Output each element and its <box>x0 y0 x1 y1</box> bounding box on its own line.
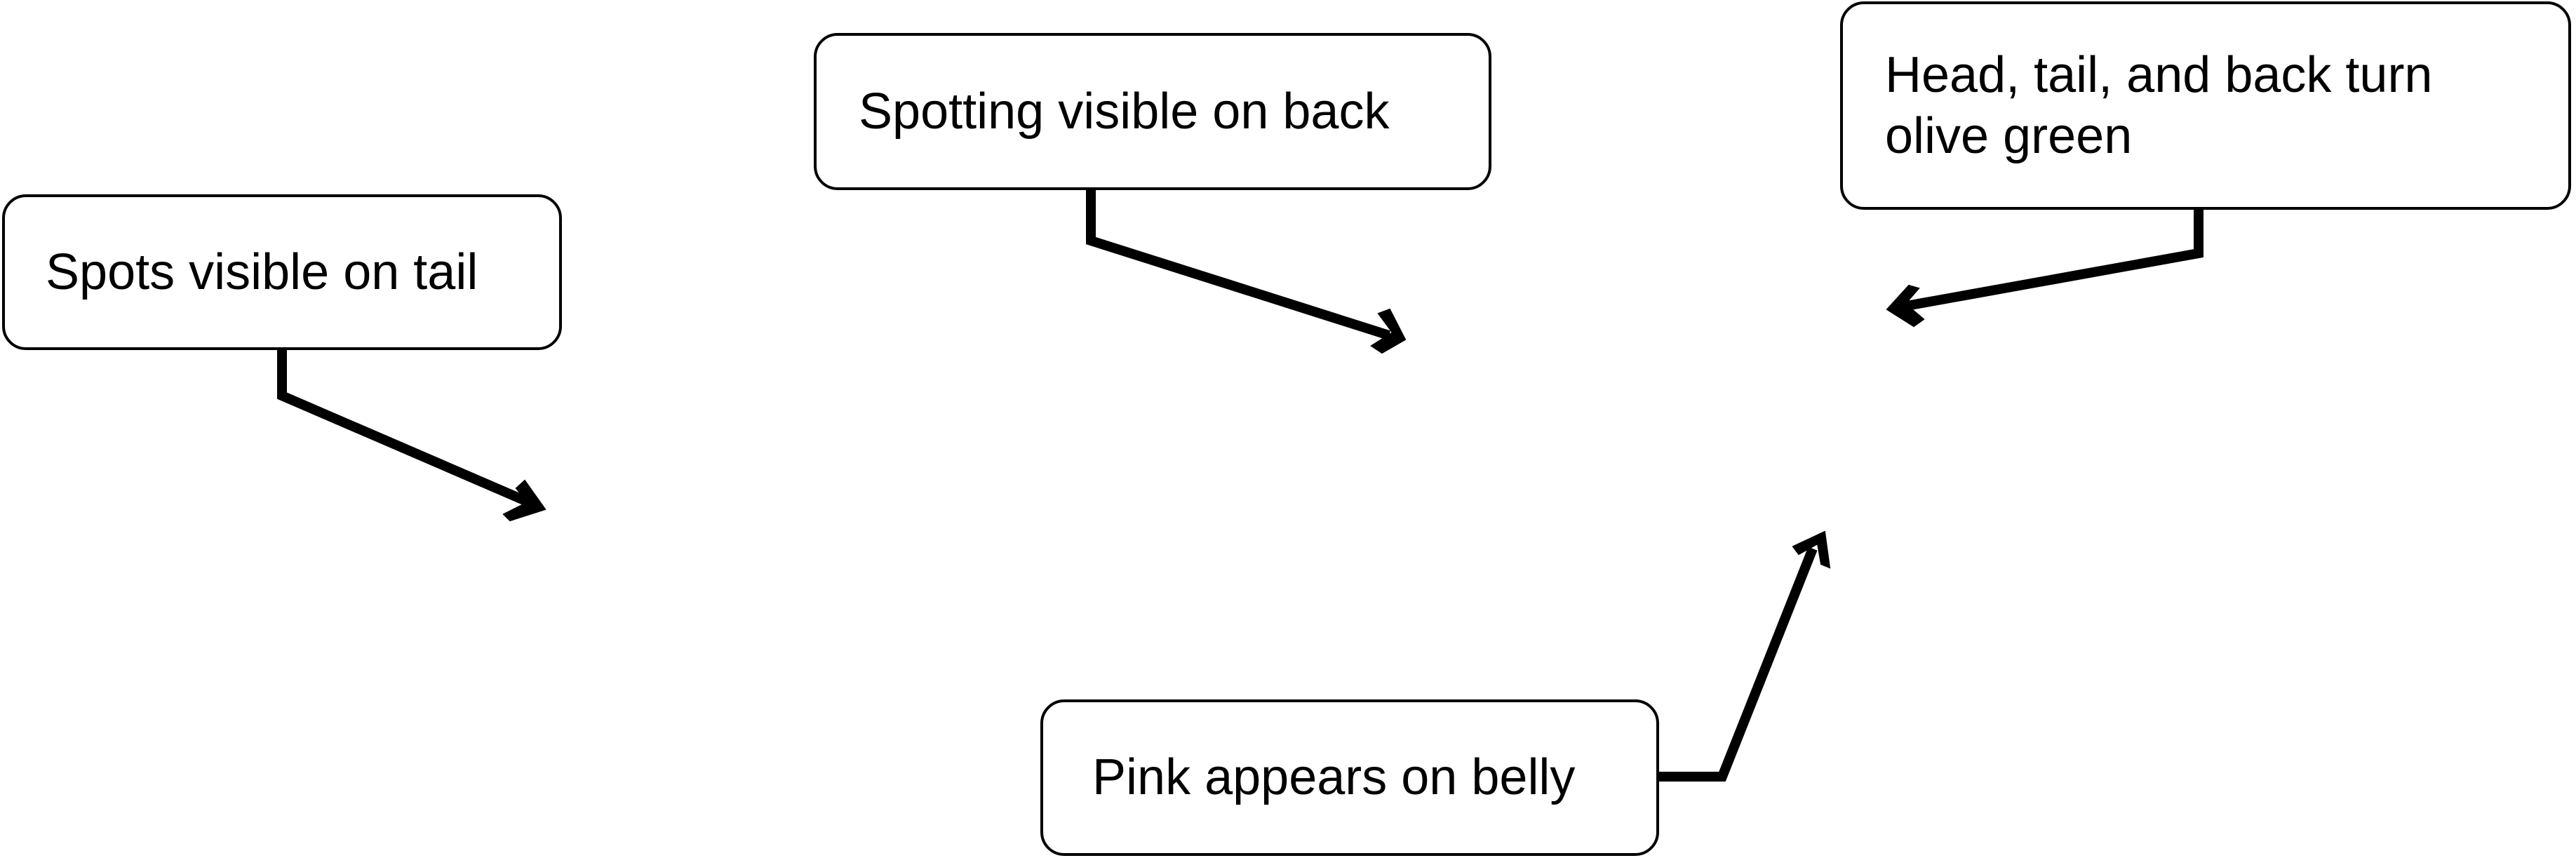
label-box-olive-green: Head, tail, and back turn olive green <box>1840 1 2571 210</box>
label-box-pink-belly: Pink appears on belly <box>1040 699 1659 856</box>
label-text-olive-green: Head, tail, and back turn olive green <box>1885 47 2433 164</box>
label-text-tail-spots: Spots visible on tail <box>46 243 478 300</box>
arrowhead-back-spotting <box>1370 308 1407 354</box>
connector-olive-green <box>1886 210 2203 328</box>
connector-line-back-spotting <box>1086 190 1391 340</box>
connector-pink-belly <box>1659 530 1831 782</box>
connector-line-tail-spots <box>277 350 541 511</box>
connector-line-olive-green <box>1901 210 2203 311</box>
label-box-back-spotting: Spotting visible on back <box>814 33 1491 190</box>
arrowhead-olive-green <box>1886 284 1925 328</box>
connector-tail-spots <box>277 350 546 522</box>
arrowhead-pink-belly <box>1792 530 1831 569</box>
connector-line-pink-belly <box>1659 547 1818 782</box>
connector-back-spotting <box>1086 190 1407 354</box>
arrowhead-tail-spots <box>502 479 546 522</box>
label-text-back-spotting: Spotting visible on back <box>859 83 1390 140</box>
label-text-pink-belly: Pink appears on belly <box>1092 749 1576 806</box>
label-box-tail-spots: Spots visible on tail <box>2 194 562 350</box>
